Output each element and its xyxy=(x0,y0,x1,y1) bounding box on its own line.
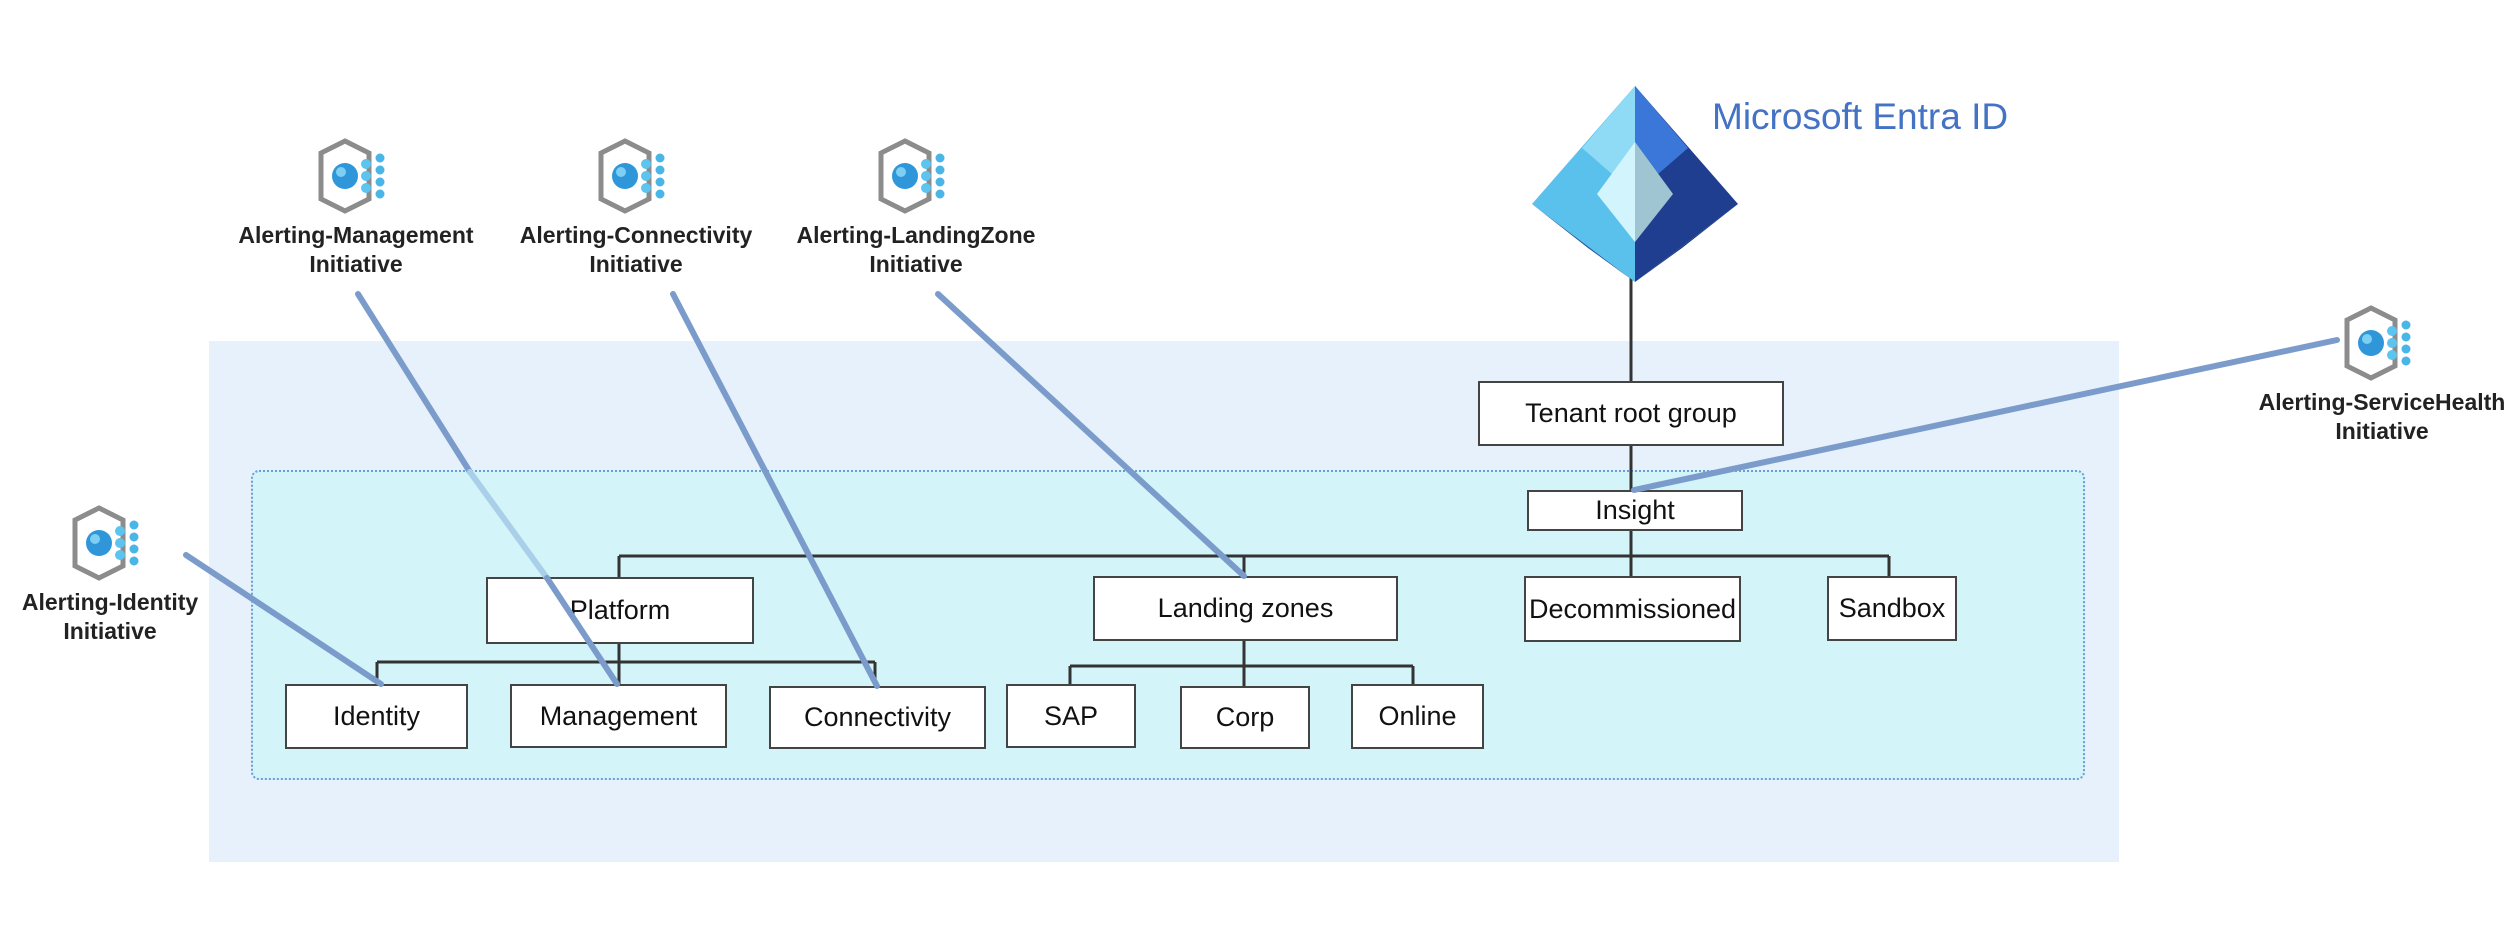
policy-initiative-icon xyxy=(598,138,665,214)
alerting-management-initiative: Alerting-Management Initiative xyxy=(206,137,506,279)
initiative-name: Alerting-Management xyxy=(238,222,474,248)
initiative-name: Alerting-Connectivity xyxy=(519,222,753,248)
insight-label: Insight xyxy=(1595,495,1675,525)
policy-initiative-icon xyxy=(878,138,945,214)
sandbox-label: Sandbox xyxy=(1838,593,1946,623)
connectivity-box: Connectivity xyxy=(769,686,986,749)
policy-initiative-icon xyxy=(72,505,139,581)
alerting-identity-initiative: Alerting-Identity Initiative xyxy=(0,504,260,646)
initiative-name: Alerting-LandingZone xyxy=(796,222,1036,248)
online-box: Online xyxy=(1351,684,1484,749)
platform-label: Platform xyxy=(569,595,671,625)
sap-label: SAP xyxy=(1043,700,1099,731)
policy-initiative-icon xyxy=(318,138,385,214)
policy-initiative-icon xyxy=(2344,305,2411,381)
alerting-landingzone-initiative: Alerting-LandingZone Initiative xyxy=(766,137,1066,279)
tenant-root-group-box: Tenant root group xyxy=(1478,381,1784,446)
sandbox-box: Sandbox xyxy=(1827,576,1957,641)
alerting-connectivity-initiative: Alerting-Connectivity Initiative xyxy=(486,137,786,279)
connectivity-assignment-line xyxy=(670,291,880,689)
identity-assignment-line xyxy=(183,552,384,687)
management-assignment-line xyxy=(355,291,473,475)
corp-box: Corp xyxy=(1180,686,1310,749)
initiative-name: Alerting-Identity xyxy=(21,589,199,615)
alerting-servicehealth-initiative: Alerting-ServiceHealth Initiative xyxy=(2232,304,2518,446)
landingzone-assignment-line xyxy=(935,291,1247,579)
initiative-suffix: Initiative xyxy=(63,618,157,644)
entra-id-icon xyxy=(1532,86,1738,282)
decommissioned-label: Decommissioned xyxy=(1528,593,1737,624)
sap-box: SAP xyxy=(1006,684,1136,748)
landing-zones-label: Landing zones xyxy=(1157,593,1334,623)
insight-box: Insight xyxy=(1527,490,1743,531)
entra-id-title: Microsoft Entra ID xyxy=(1712,96,2009,137)
decommissioned-box: Decommissioned xyxy=(1524,576,1741,642)
management-assignment-line-inner xyxy=(467,469,550,581)
initiative-suffix: Initiative xyxy=(309,251,403,277)
initiative-suffix: Initiative xyxy=(869,251,963,277)
management-assignment-line-end xyxy=(544,575,620,687)
tenant-root-group-label: Tenant root group xyxy=(1525,398,1737,428)
initiative-suffix: Initiative xyxy=(2335,418,2429,444)
identity-box: Identity xyxy=(285,684,468,749)
management-label: Management xyxy=(539,700,698,731)
corp-label: Corp xyxy=(1215,702,1275,732)
online-label: Online xyxy=(1378,701,1457,731)
initiative-suffix: Initiative xyxy=(589,251,683,277)
identity-label: Identity xyxy=(332,701,421,731)
initiative-name: Alerting-ServiceHealth xyxy=(2258,389,2506,415)
connectivity-label: Connectivity xyxy=(803,702,952,732)
management-box: Management xyxy=(510,684,727,748)
servicehealth-assignment-line xyxy=(1631,337,2340,493)
platform-box: Platform xyxy=(486,577,754,644)
